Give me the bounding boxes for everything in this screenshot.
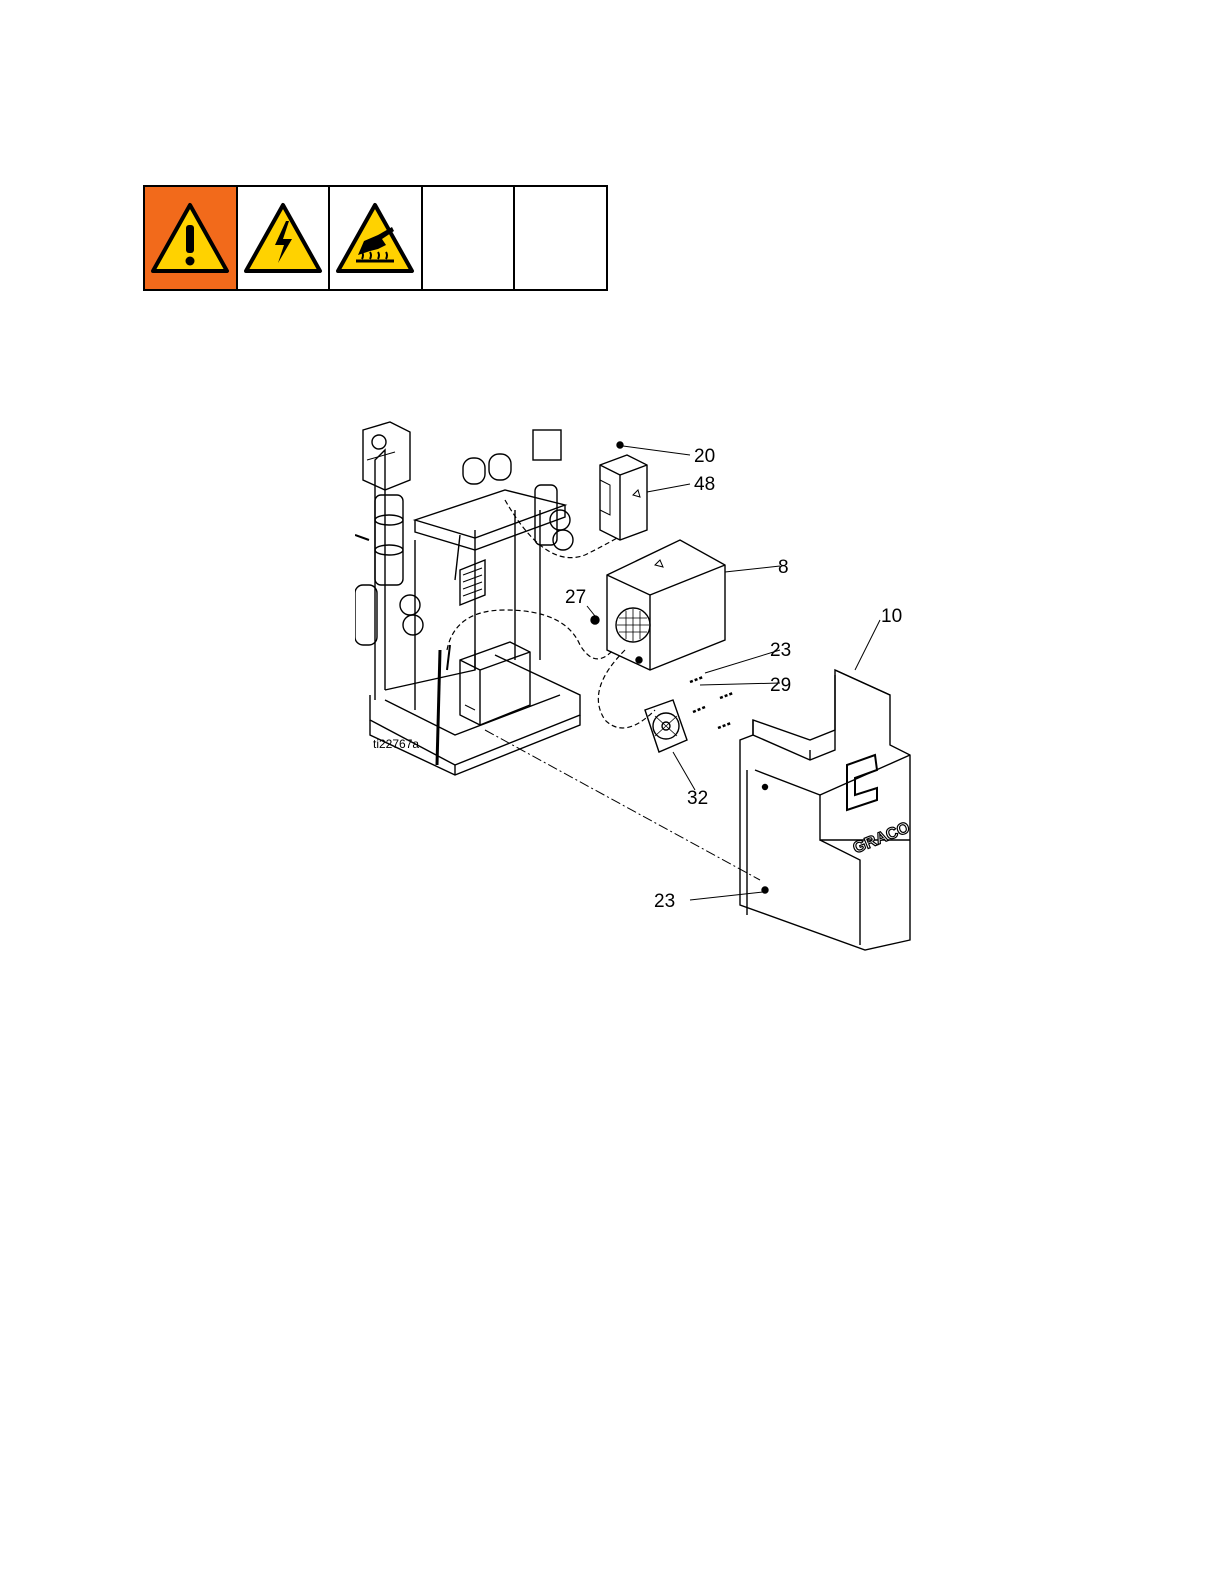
- callout-32: 32: [687, 789, 708, 808]
- callout-10: 10: [881, 607, 902, 626]
- hot-surface-icon: [334, 201, 416, 275]
- part-48-bracket: [600, 455, 647, 540]
- warning-symbols-table: [143, 185, 608, 291]
- alignment-line: [485, 730, 760, 880]
- callout-8: 8: [778, 558, 789, 577]
- callout-23-bottom: 23: [654, 892, 675, 911]
- part-20-screw: [617, 442, 623, 448]
- exploded-parts-diagram: GRACO ti22767a 20 48 8 27 10 23 29 32 23: [355, 420, 925, 955]
- callout-48: 48: [694, 475, 715, 494]
- warning-cell-empty-1: [423, 187, 516, 289]
- part-32-fan: [645, 700, 687, 752]
- leader-lines: [587, 446, 880, 900]
- machine-frame: [355, 422, 580, 775]
- part-10-shroud: GRACO: [740, 670, 912, 950]
- wiring-dashed: [447, 500, 655, 728]
- callout-20: 20: [694, 447, 715, 466]
- part-27-grommet: [591, 616, 599, 624]
- machine-illustration: GRACO: [355, 420, 925, 955]
- shroud-brand-text: GRACO: [851, 819, 913, 857]
- warning-cell-hot-surface: [330, 187, 423, 289]
- electric-shock-icon: [242, 201, 324, 275]
- warning-cell-general: [145, 187, 238, 289]
- warning-cell-electric: [238, 187, 331, 289]
- callout-29: 29: [770, 676, 791, 695]
- callout-27: 27: [565, 588, 586, 607]
- figure-id-label: ti22767a: [373, 737, 419, 751]
- callout-23-top: 23: [770, 641, 791, 660]
- general-warning-icon: [149, 201, 231, 275]
- warning-cell-empty-2: [515, 187, 606, 289]
